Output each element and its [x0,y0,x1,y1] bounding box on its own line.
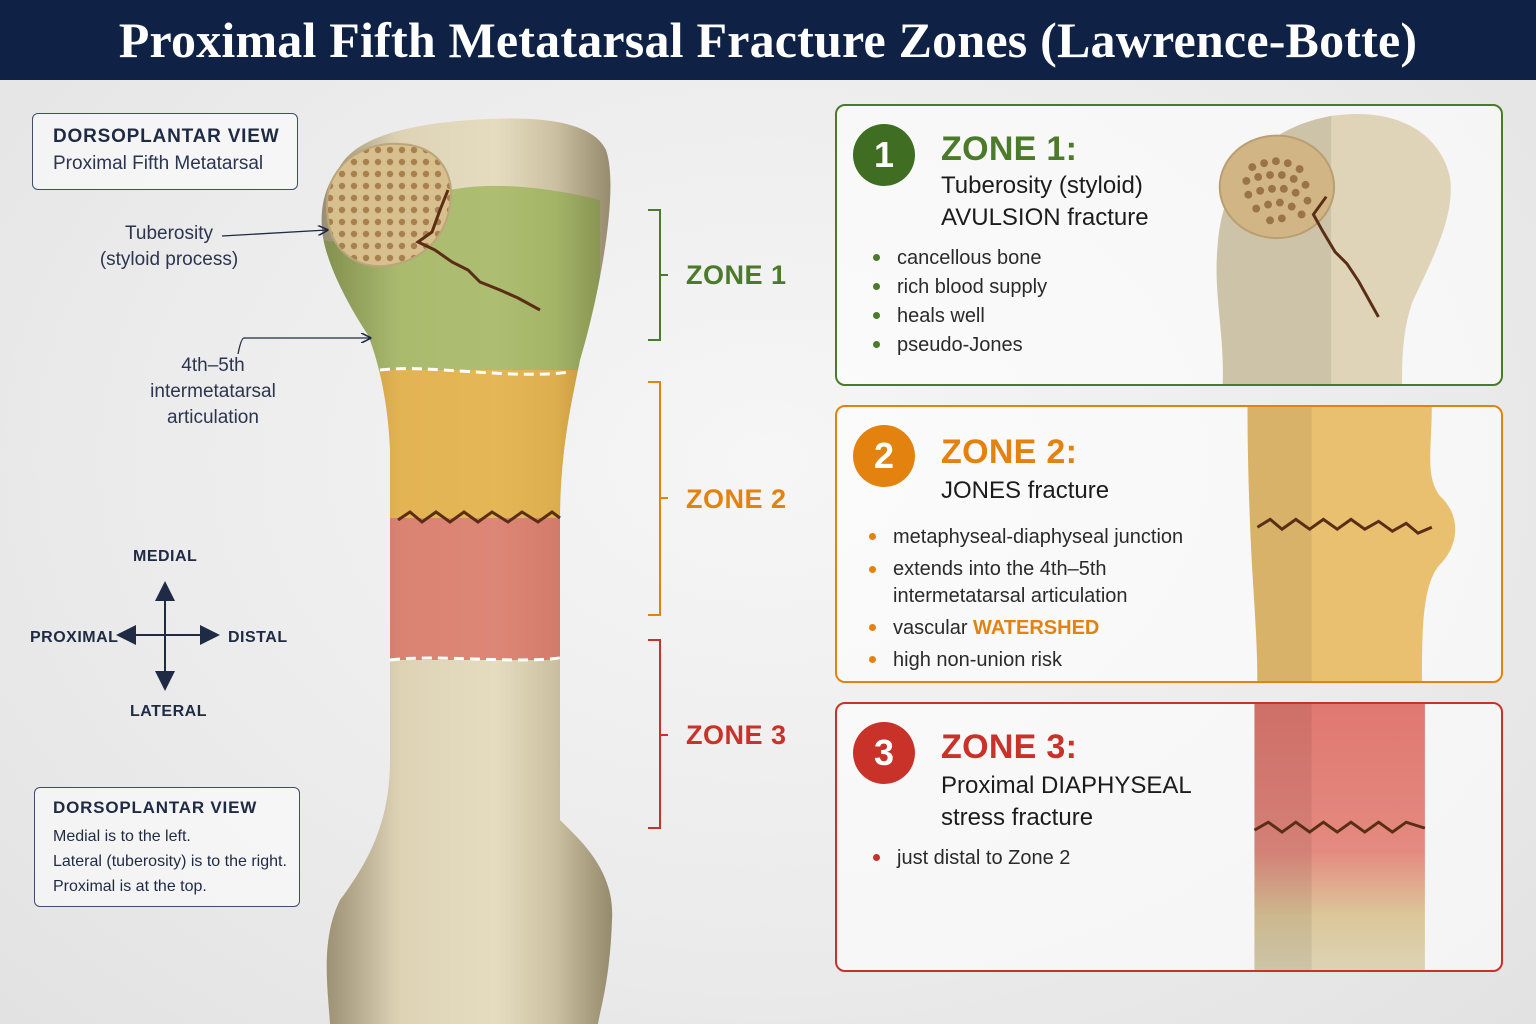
bullet-item: rich blood supply [871,273,1047,302]
zone3-subtitle-line2: stress fracture [941,804,1094,831]
zone3-subtitle: Proximal DIAPHYSEAL stress fracture [941,770,1192,834]
zone1-subtitle-line1: Tuberosity (styloid) [941,172,1143,199]
bullet-text: just distal to Zone 2 [897,847,1071,869]
zone3-bullets: just distal to Zone 2 [871,844,1070,873]
zone2-number-badge: 2 [853,425,915,487]
orientation-heading: DORSOPLANTAR VIEW [53,798,258,817]
bullet-item: cancellous bone [871,244,1047,273]
bullet-text: cancellous bone [897,247,1042,269]
orientation-line: Lateral (tuberosity) is to the right. [53,853,287,870]
zone2-bone-thumbnail [1247,407,1456,681]
bullet-text: rich blood supply [897,276,1048,298]
articulation-label-line1: 4th–5th [181,355,245,376]
zone1-tag: ZONE 1 [686,260,787,290]
page-title: Proximal Fifth Metatarsal Fracture Zones… [118,12,1418,68]
view-subtitle: Proximal Fifth Metatarsal [53,153,264,174]
bullet-text: pseudo-Jones [897,334,1023,356]
bullet-item: vascular WATERSHED [867,614,1183,643]
bullet-text: vascular [893,617,968,639]
orientation-line: Proximal is at the top. [53,878,207,895]
compass-lateral: LATERAL [130,703,207,720]
zone2-subtitle: JONES fracture [941,475,1109,507]
articulation-label-line2: intermetatarsal [150,381,276,402]
zone1-title: ZONE 1: [941,130,1078,168]
zone3-tag: ZONE 3 [686,720,787,750]
bullet-text: intermetatarsal articulation [893,585,1128,607]
bullet-item: metaphyseal-diaphyseal junction [867,523,1183,552]
compass-medial: MEDIAL [133,548,198,565]
bullet-item: just distal to Zone 2 [871,844,1070,873]
zone1-subtitle: Tuberosity (styloid) AVULSION fracture [941,170,1149,234]
bullet-text: extends into the 4th–5th [893,558,1107,580]
zone3-title: ZONE 3: [941,728,1078,766]
zone1-subtitle-line2: AVULSION fracture [941,204,1149,231]
bullet-item: pseudo-Jones [871,331,1047,360]
zone3-bone-thumbnail [1253,704,1426,970]
tuberosity-label-line2: (styloid process) [99,249,239,270]
orientation-compass-icon [116,581,220,691]
bullet-text: metaphyseal-diaphyseal junction [893,526,1184,548]
zone3-subtitle-line1: Proximal DIAPHYSEAL [941,772,1192,799]
articulation-label-line3: articulation [167,407,259,428]
view-heading: DORSOPLANTAR VIEW [53,126,280,147]
bone-illustration [321,118,613,1024]
orientation-info-box: DORSOPLANTAR VIEW Medial is to the left.… [34,787,300,907]
bullet-item: high non-union risk [867,646,1183,675]
zone2-subtitle-line1: JONES fracture [941,477,1110,504]
articulation-label: 4th–5th intermetatarsal articulation [120,353,306,431]
zone2-bullets: metaphyseal-diaphyseal junction extends … [867,523,1183,675]
bullet-item: extends into the 4th–5th intermetatarsal … [867,556,1183,610]
zone1-bone-thumbnail [1216,113,1451,384]
watershed-highlight: WATERSHED [973,617,1100,639]
callout-arrows [221,0,400,355]
title-bar: Proximal Fifth Metatarsal Fracture Zones… [0,0,1536,80]
compass-proximal: PROXIMAL [30,629,119,646]
zone-brackets [648,209,668,829]
view-info-box: DORSOPLANTAR VIEW Proximal Fifth Metatar… [32,113,298,190]
bullet-text: high non-union risk [893,649,1062,671]
zone1-card: 1 ZONE 1: Tuberosity (styloid) AVULSION … [835,104,1503,386]
zone2-card: 2 ZONE 2: JONES fracture metaphyseal-dia… [835,405,1503,683]
bullet-text: heals well [897,305,985,327]
compass-distal: DISTAL [228,629,288,646]
orientation-line: Medial is to the left. [53,828,191,845]
zone1-number-badge: 1 [853,124,915,186]
tuberosity-label-line1: Tuberosity [125,223,213,244]
zone3-card: 3 ZONE 3: Proximal DIAPHYSEAL stress fra… [835,702,1503,972]
zone3-number-badge: 3 [853,722,915,784]
zone2-tag: ZONE 2 [686,484,787,514]
tuberosity-label: Tuberosity (styloid process) [86,221,252,273]
zone1-bullets: cancellous bone rich blood supply heals … [871,244,1047,360]
bullet-item: heals well [871,302,1047,331]
zone2-title: ZONE 2: [941,433,1078,471]
